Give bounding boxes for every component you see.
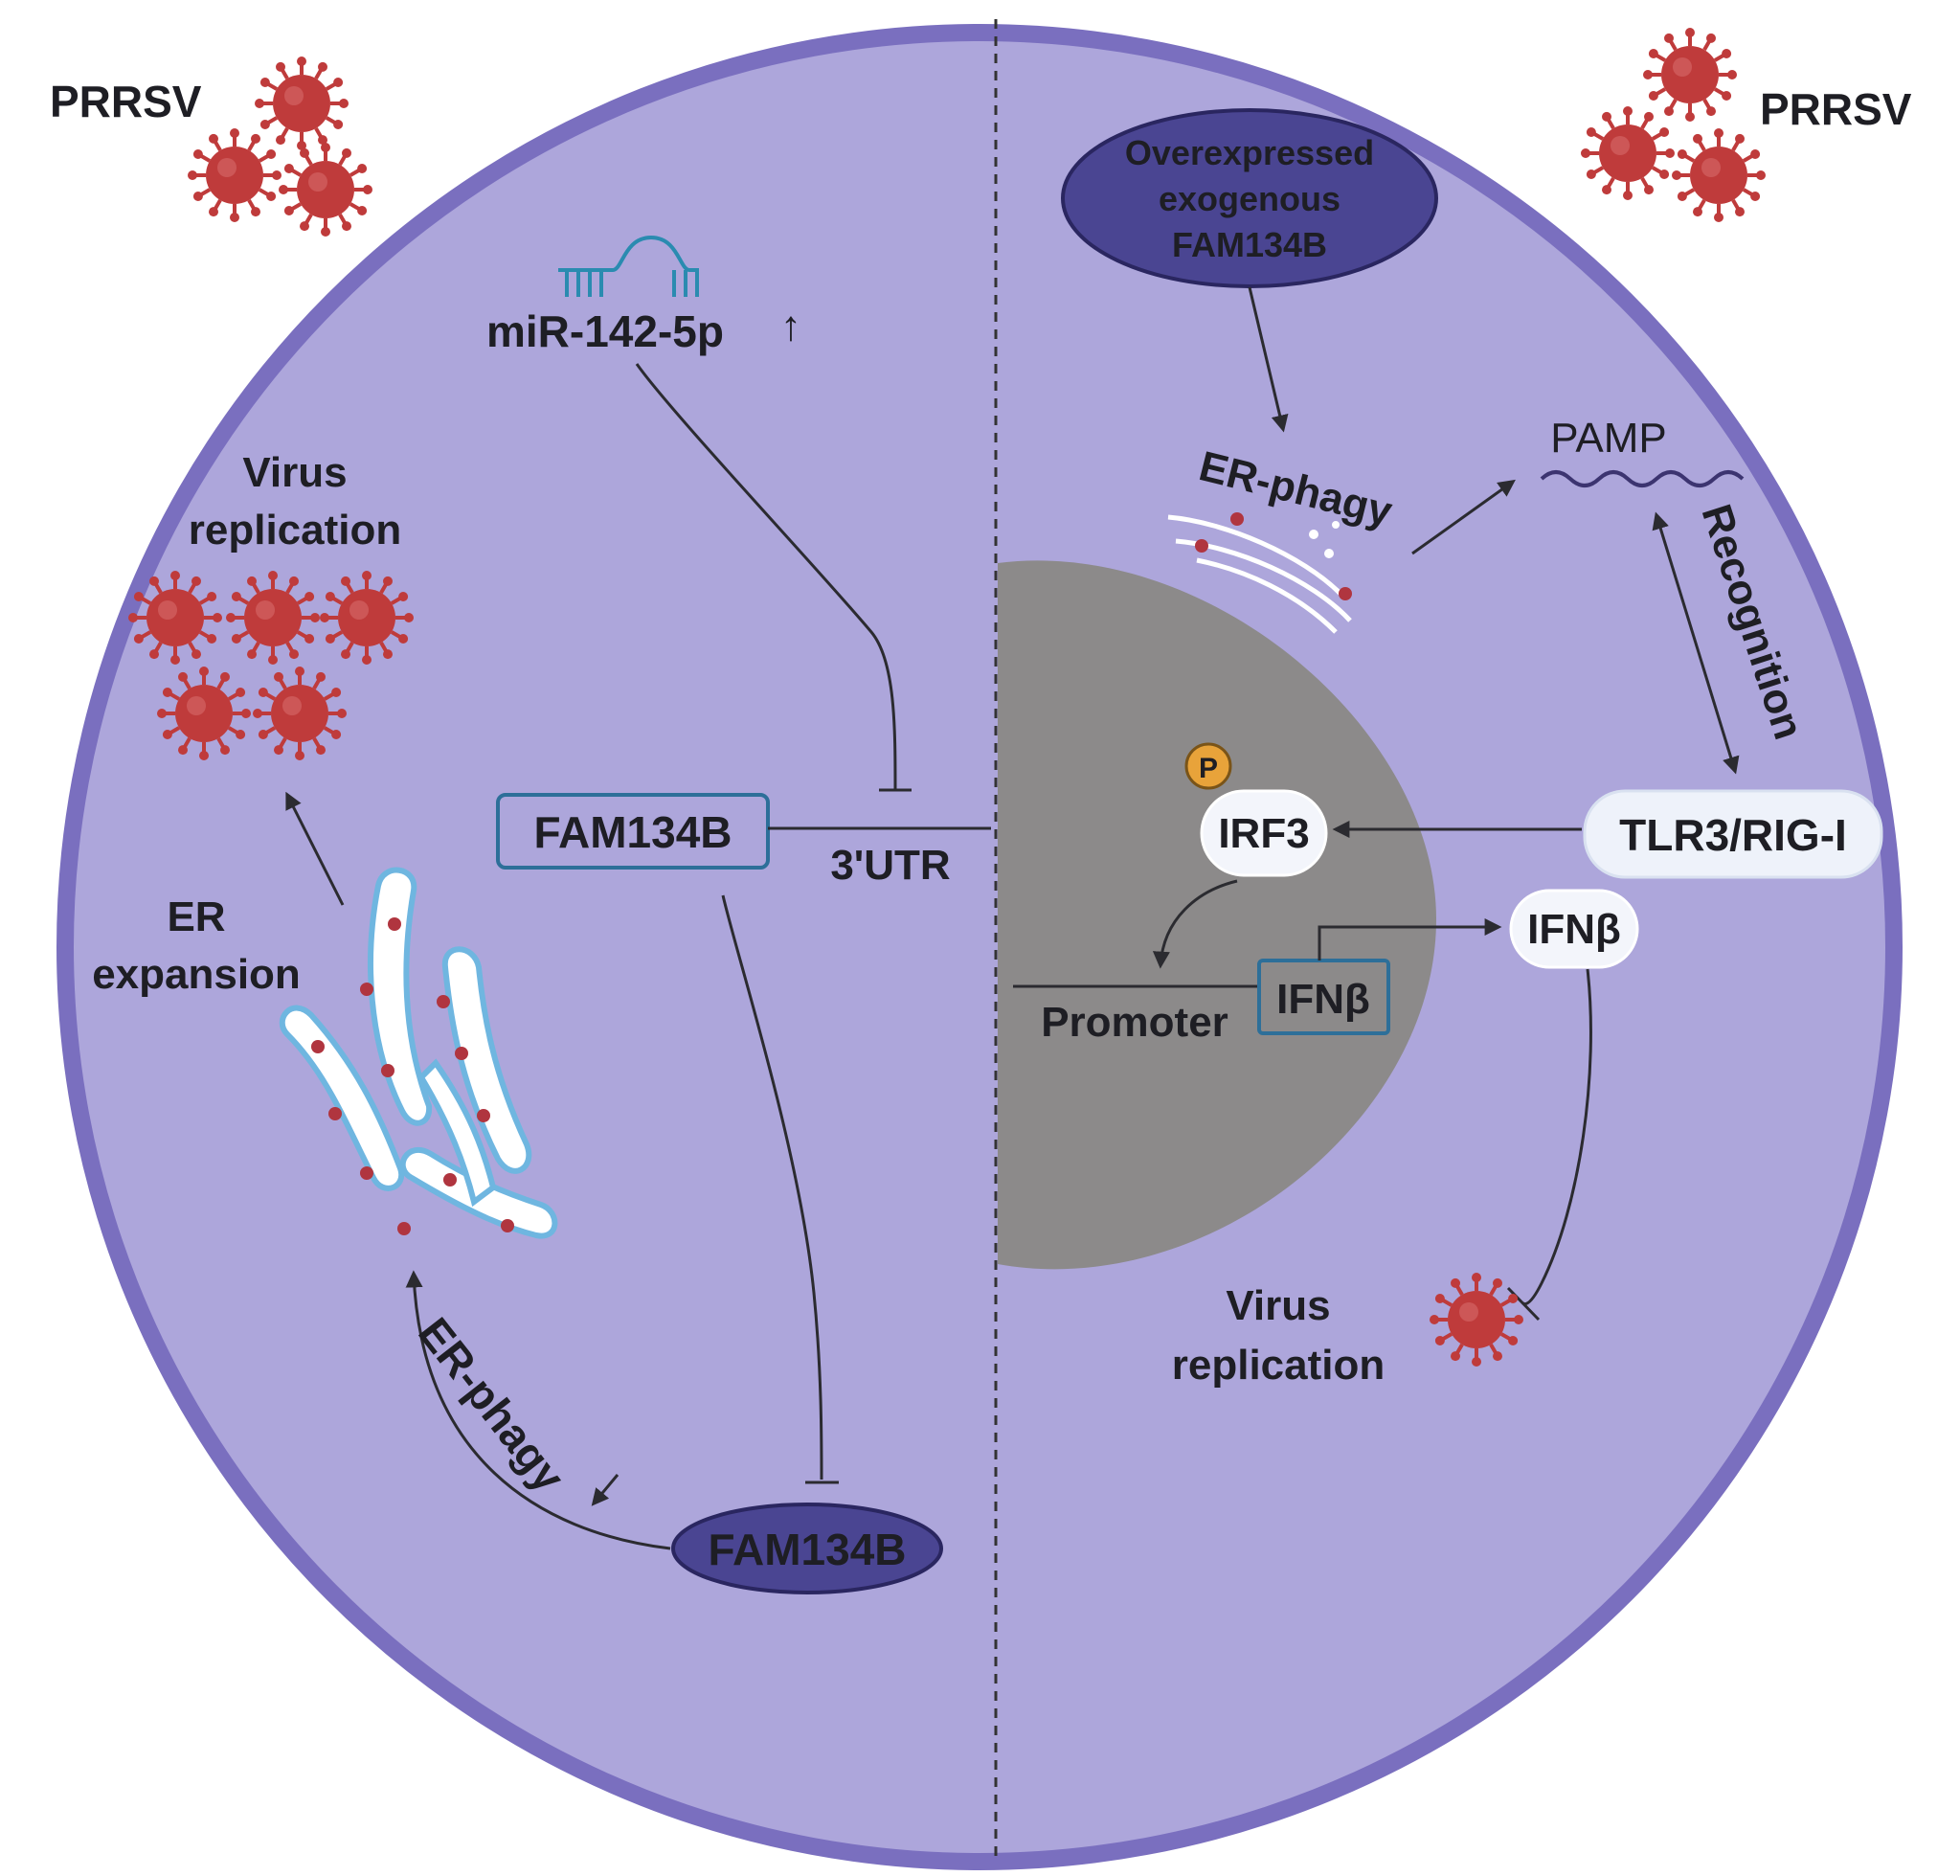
virus-icon bbox=[188, 128, 282, 222]
inhibit-mirna-to-utr bbox=[635, 363, 897, 791]
fam134b-protein-label: FAM134B bbox=[708, 1525, 906, 1574]
prrsv-label-left: PRRSV bbox=[50, 77, 202, 126]
er-expansion-label-2: expansion bbox=[92, 951, 301, 998]
overexpressed-fam134b-ellipse bbox=[1061, 108, 1438, 288]
ifnb-gene-box bbox=[1257, 959, 1390, 1035]
nucleus bbox=[998, 560, 1436, 1270]
er-phagy-small-arrow bbox=[591, 1474, 620, 1506]
virus-icon bbox=[157, 667, 251, 760]
overexpressed-label-1: Overexpressed bbox=[1125, 133, 1374, 172]
virus-icon bbox=[128, 571, 222, 665]
arrow-fam134b-to-er bbox=[405, 1270, 671, 1550]
virus-icon bbox=[226, 571, 320, 665]
mirna-label: miR-142-5p bbox=[486, 306, 724, 356]
virus-icon bbox=[320, 571, 414, 665]
inhibit-gene-to-protein bbox=[721, 894, 823, 1480]
virus-icon bbox=[253, 667, 347, 760]
ifnb-protein-pill bbox=[1509, 889, 1639, 969]
fam134b-protein-ellipse bbox=[671, 1503, 943, 1594]
tlr3-rigi-pill bbox=[1583, 789, 1883, 879]
ifnb-gene-label: IFNβ bbox=[1276, 976, 1370, 1023]
fam134b-gene-box bbox=[496, 793, 770, 870]
virus-replication-label-right-2: replication bbox=[1172, 1342, 1386, 1389]
er-membrane-icon bbox=[1167, 512, 1352, 634]
virus-replication-label-left-1: Virus bbox=[242, 449, 347, 496]
virus-icon bbox=[1643, 28, 1737, 122]
er-expansion-label-1: ER bbox=[167, 893, 225, 940]
pamp-label: PAMP bbox=[1550, 415, 1666, 462]
inhibit-bar-replication bbox=[1506, 1286, 1541, 1322]
virus-icon bbox=[1672, 128, 1766, 222]
pamp-rna-squiggle bbox=[1540, 470, 1745, 487]
virus-icon bbox=[1430, 1273, 1523, 1367]
virus-icon bbox=[1581, 106, 1675, 200]
ifnb-protein-label: IFNβ bbox=[1527, 906, 1621, 953]
overexpressed-label-2: exogenous bbox=[1159, 179, 1340, 218]
arrow-overexpressed-to-erphagy bbox=[1248, 286, 1289, 433]
arrow-transcription bbox=[1318, 918, 1502, 961]
fam134b-gene-label: FAM134B bbox=[533, 807, 732, 857]
virus-replication-label-right-1: Virus bbox=[1226, 1282, 1330, 1329]
utr-label: 3'UTR bbox=[830, 842, 950, 889]
arrow-recognition bbox=[1652, 511, 1740, 775]
up-arrow-icon: ↑ bbox=[780, 303, 801, 350]
irf3-label: IRF3 bbox=[1218, 810, 1309, 857]
er-membrane-icon bbox=[279, 867, 558, 1239]
arrow-irf3-to-promoter bbox=[1152, 879, 1238, 969]
irf3-pill bbox=[1200, 789, 1328, 877]
tlr3-rigi-label: TLR3/RIG-I bbox=[1619, 810, 1847, 860]
prrsv-label-right: PRRSV bbox=[1760, 84, 1912, 134]
virus-cluster-left bbox=[188, 57, 372, 237]
virus-replication-label-left-2: replication bbox=[189, 507, 402, 554]
virus-icon bbox=[255, 57, 349, 150]
phosphate-icon bbox=[1184, 742, 1232, 790]
inhibit-ifnb-to-replication bbox=[1521, 968, 1592, 1306]
virus-cluster-right bbox=[1581, 28, 1766, 222]
promoter-label: Promoter bbox=[1041, 999, 1228, 1046]
virus-icon bbox=[279, 143, 372, 237]
arrow-erphagy-to-pamp bbox=[1411, 479, 1516, 555]
cell-cytoplasm bbox=[56, 24, 1903, 1870]
virus-cluster-replication-left bbox=[128, 571, 414, 760]
phosphate-label: P bbox=[1199, 753, 1218, 784]
overexpressed-label-3: FAM134B bbox=[1172, 225, 1327, 264]
arrow-er-to-replication bbox=[285, 791, 345, 906]
mirna-hairpin-icon bbox=[558, 235, 699, 297]
